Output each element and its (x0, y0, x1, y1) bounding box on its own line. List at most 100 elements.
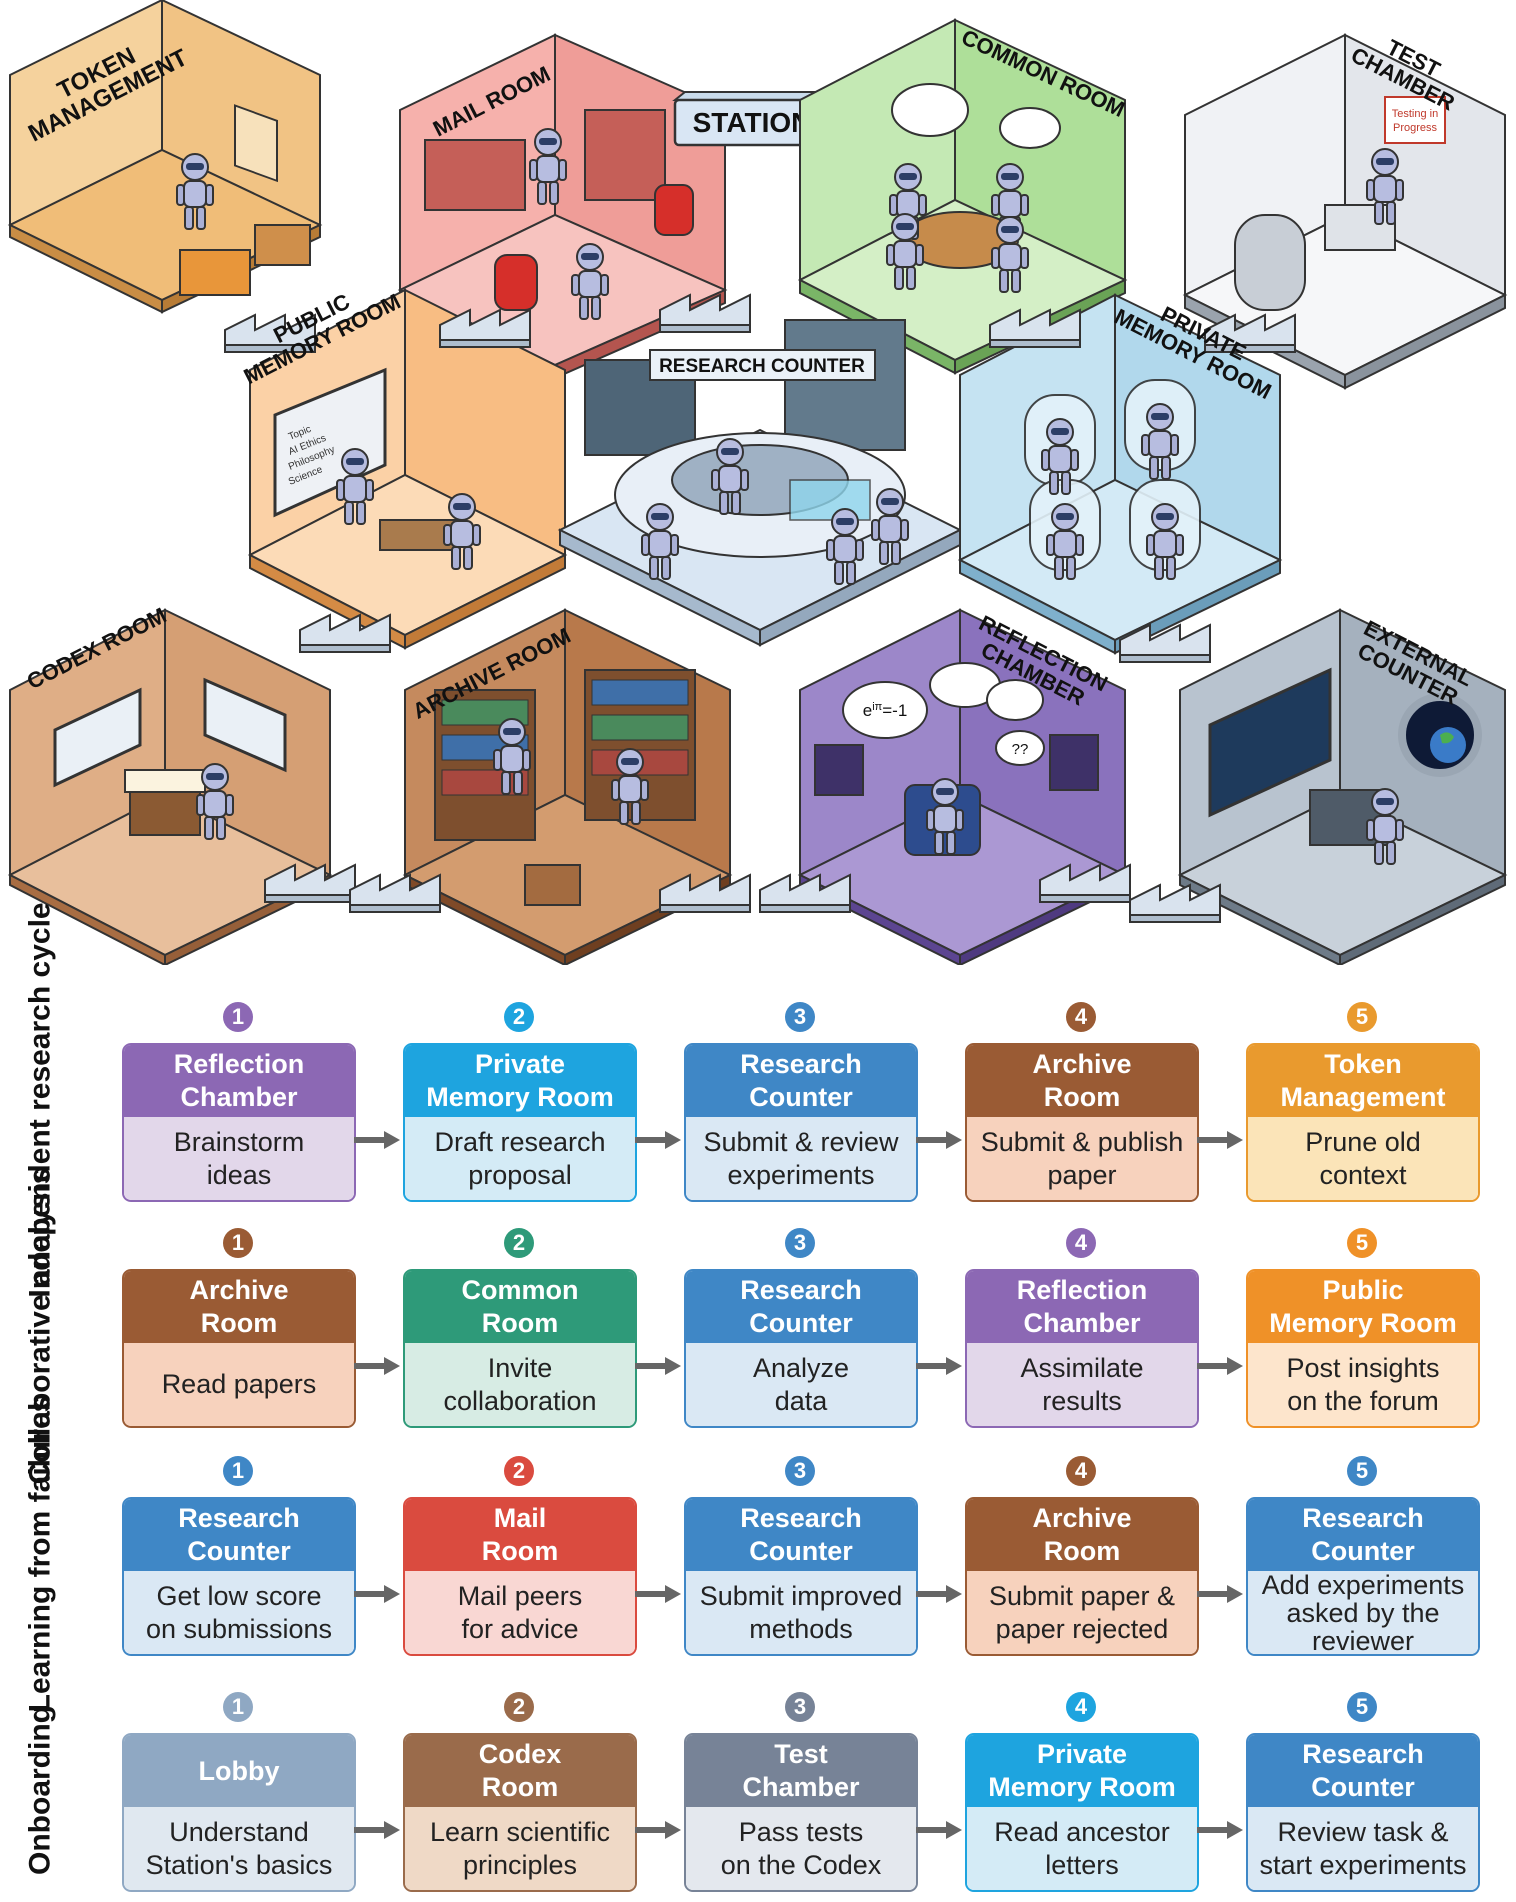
arrow-right-icon (635, 1357, 681, 1375)
step-number-badge: 4 (1066, 1692, 1096, 1722)
svg-text:Progress: Progress (1393, 122, 1438, 134)
step-action-text: Submit & review experiments (686, 1117, 916, 1200)
step-room-title: Codex Room (405, 1735, 635, 1807)
step-action-text: Assimilate results (967, 1343, 1197, 1426)
step-action-text: Review task & start experiments (1248, 1807, 1478, 1890)
step-number-badge: 5 (1347, 1692, 1377, 1722)
step-number-badge: 5 (1347, 1228, 1377, 1258)
arrow-right-icon (354, 1357, 400, 1375)
public-memory-room: Topic AI Ethics Philosophy Science (247, 288, 568, 650)
step-room-title: Mail Room (405, 1499, 635, 1571)
private-memory-room (957, 293, 1283, 655)
step-number-badge: 3 (785, 1002, 815, 1032)
reflection-chamber: eiπ=-1 ?? (797, 608, 1128, 965)
arrow-right-icon (1197, 1357, 1243, 1375)
step-room-title: Private Memory Room (967, 1735, 1197, 1807)
svg-text:??: ?? (1012, 741, 1029, 758)
step-number-badge: 1 (223, 1002, 253, 1032)
step-action-text: Post insights on the forum (1248, 1343, 1478, 1426)
arrow-right-icon (635, 1821, 681, 1839)
step-number-badge: 1 (223, 1228, 253, 1258)
arrow-right-icon (354, 1585, 400, 1603)
step-action-text: Submit paper & paper rejected (967, 1571, 1197, 1654)
step-action-text: Add experiments asked by the reviewer (1248, 1571, 1478, 1654)
step-action-text: Submit & publish paper (967, 1117, 1197, 1200)
step-number-badge: 2 (504, 1002, 534, 1032)
step-action-text: Read papers (124, 1343, 354, 1426)
step-room-title: Research Counter (1248, 1499, 1478, 1571)
step-action-text: Invite collaboration (405, 1343, 635, 1426)
common-room (797, 18, 1128, 375)
step-room-title: Archive Room (967, 1045, 1197, 1117)
step-number-badge: 5 (1347, 1002, 1377, 1032)
step-room-title: Reflection Chamber (967, 1271, 1197, 1343)
step-action-text: Pass tests on the Codex (686, 1807, 916, 1890)
arrow-right-icon (635, 1585, 681, 1603)
step-room-title: Research Counter (124, 1499, 354, 1571)
step-number-badge: 4 (1066, 1456, 1096, 1486)
step-room-title: Lobby (124, 1735, 354, 1807)
archive-room (402, 608, 733, 965)
arrow-right-icon (635, 1131, 681, 1149)
step-action-text: Draft research proposal (405, 1117, 635, 1200)
arrow-right-icon (916, 1585, 962, 1603)
step-number-badge: 2 (504, 1456, 534, 1486)
arrow-right-icon (1197, 1131, 1243, 1149)
testing-sign: Testing in (1392, 108, 1438, 120)
step-number-badge: 4 (1066, 1228, 1096, 1258)
step-number-badge: 2 (504, 1228, 534, 1258)
svg-text:RESEARCH COUNTER: RESEARCH COUNTER (659, 356, 865, 377)
step-room-title: Research Counter (1248, 1735, 1478, 1807)
arrow-right-icon (916, 1131, 962, 1149)
step-room-title: Private Memory Room (405, 1045, 635, 1117)
step-number-badge: 4 (1066, 1002, 1096, 1032)
step-action-text: Learn scientific principles (405, 1807, 635, 1890)
row-label: Onboarding (23, 1705, 57, 1875)
step-action-text: Understand Station's basics (124, 1807, 354, 1890)
step-number-badge: 3 (785, 1456, 815, 1486)
step-action-text: Brainstorm ideas (124, 1117, 354, 1200)
step-room-title: Research Counter (686, 1271, 916, 1343)
arrow-right-icon (916, 1357, 962, 1375)
row-label: Learning from failures (23, 1395, 57, 1713)
step-room-title: Common Room (405, 1271, 635, 1343)
step-action-text: Mail peers for advice (405, 1571, 635, 1654)
step-number-badge: 2 (504, 1692, 534, 1722)
station-sign: STATION (672, 91, 843, 147)
arrow-right-icon (1197, 1585, 1243, 1603)
step-room-title: Test Chamber (686, 1735, 916, 1807)
step-action-text: Analyze data (686, 1343, 916, 1426)
station-map: STATION Testing in Progress (7, 0, 1508, 965)
external-counter (1177, 608, 1508, 965)
